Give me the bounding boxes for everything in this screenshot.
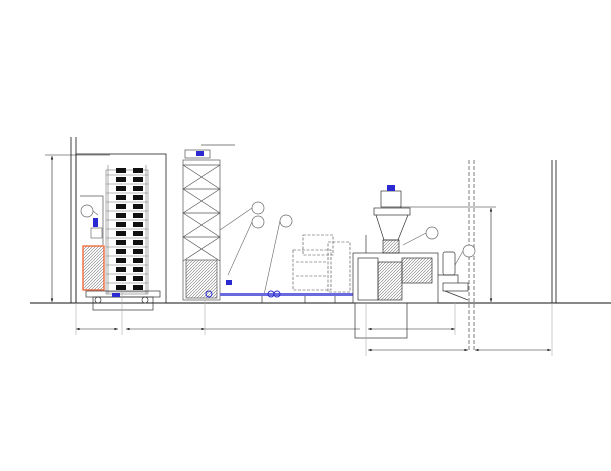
stored-pallet: [133, 231, 143, 236]
callout-bubble[interactable]: [251, 215, 265, 229]
tower-bracing: [182, 212, 221, 238]
tower-conveyor: [182, 144, 235, 301]
stored-pallet: [116, 213, 126, 218]
stored-pallet: [116, 231, 126, 236]
motor-icon: [387, 185, 395, 191]
motor-icon: [93, 218, 98, 227]
callout-bubble[interactable]: [462, 244, 476, 258]
callout-bubble[interactable]: [425, 226, 439, 240]
transfer-conveyor: [205, 280, 353, 303]
left-wall: [70, 137, 77, 303]
stored-pallet: [116, 249, 126, 254]
stored-pallet: [133, 186, 143, 191]
stored-pallet: [133, 195, 143, 200]
stored-pallet: [116, 168, 126, 173]
foundation-pit: [354, 302, 408, 339]
stored-pallet: [116, 186, 126, 191]
tower-bracing: [182, 236, 221, 262]
stored-pallet: [116, 285, 126, 290]
stored-pallet: [116, 177, 126, 182]
stored-pallet: [116, 267, 126, 272]
motor-icon: [196, 151, 204, 156]
callout-leaders: [92, 207, 464, 296]
stored-pallet: [133, 249, 143, 254]
callout-bubbles: [80, 201, 476, 258]
rack-base-cart: [85, 290, 161, 311]
stored-pallet: [133, 204, 143, 209]
stored-pallet: [116, 276, 126, 281]
tower-bracing: [182, 164, 221, 190]
stored-pallet: [133, 168, 143, 173]
stored-pallet: [133, 240, 143, 245]
stored-pallet: [116, 204, 126, 209]
dashed-feeder-unit: [292, 234, 351, 293]
right-wall: [551, 160, 557, 303]
stored-pallet: [133, 258, 143, 263]
dimensions: [45, 154, 553, 356]
stored-pallet: [116, 195, 126, 200]
callout-bubble[interactable]: [251, 201, 265, 215]
lift-unit: [80, 195, 105, 291]
stored-pallet: [133, 177, 143, 182]
callout-bubble[interactable]: [80, 204, 94, 218]
callout-bubble[interactable]: [279, 214, 293, 228]
storage-rack: [105, 165, 149, 295]
stored-pallet: [116, 240, 126, 245]
building-outline: [75, 153, 167, 304]
tower-bracing: [182, 188, 221, 214]
stored-pallet: [133, 276, 143, 281]
orange-safety-frame: [82, 245, 105, 291]
stored-pallet: [133, 222, 143, 227]
stored-pallet: [133, 267, 143, 272]
stored-pallet: [116, 258, 126, 263]
stored-pallet: [116, 222, 126, 227]
stored-pallet: [133, 213, 143, 218]
stored-pallet: [133, 285, 143, 290]
main-machine: [352, 185, 469, 304]
